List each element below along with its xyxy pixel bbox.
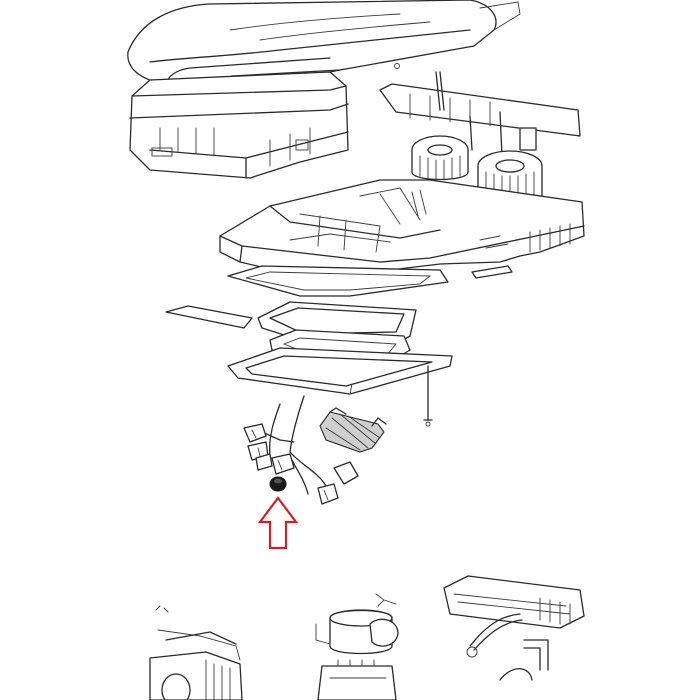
highlighted-part bbox=[269, 476, 287, 492]
ceiling-frame bbox=[227, 347, 453, 395]
wiring-harness bbox=[243, 395, 359, 505]
blower-fan-left bbox=[411, 135, 469, 181]
evaporator-coil bbox=[443, 575, 585, 681]
small-strip bbox=[471, 265, 513, 279]
label-plate bbox=[165, 305, 253, 329]
mounting-bolt bbox=[423, 365, 433, 427]
gasket-ring bbox=[227, 265, 449, 297]
inner-housing bbox=[129, 71, 349, 179]
up-arrow-icon bbox=[257, 496, 299, 550]
callout-arrow bbox=[257, 496, 299, 550]
blower-motor-housing bbox=[149, 605, 243, 700]
divider-panel bbox=[379, 71, 581, 157]
heater-element bbox=[319, 407, 387, 453]
compressor-assembly bbox=[315, 593, 399, 700]
base-pan bbox=[219, 179, 585, 283]
